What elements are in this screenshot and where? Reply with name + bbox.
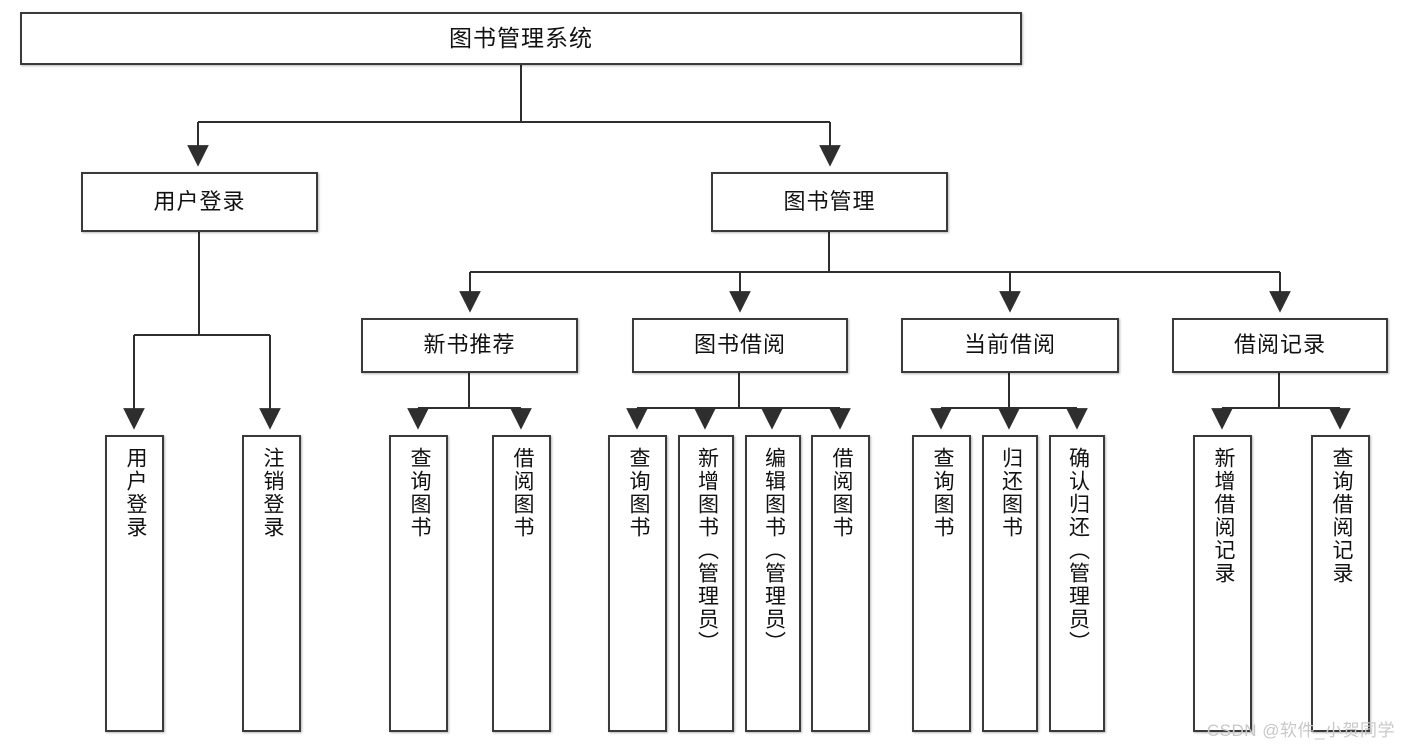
leaf-label: 借阅图书 [829,447,853,539]
leaf-label: 编辑图书（管理员） [762,447,786,654]
leaf-label: 归还图书 [999,447,1023,539]
leaf-label: 查询图书 [626,447,650,539]
leaf-add-borrowing-record[interactable]: 新增借阅记录 [1193,435,1252,732]
leaf-query-book-borrowing[interactable]: 查询图书 [608,435,667,732]
node-user-login[interactable]: 用户登录 [81,172,318,232]
leaf-query-book-new-recommendation[interactable]: 查询图书 [389,435,448,732]
leaf-label: 查询图书 [930,447,954,539]
leaf-add-book-admin[interactable]: 新增图书（管理员） [678,435,734,732]
leaf-borrow-book-new-recommendation[interactable]: 借阅图书 [492,435,551,732]
leaf-query-borrowing-record[interactable]: 查询借阅记录 [1311,435,1370,732]
node-borrowing-record[interactable]: 借阅记录 [1172,318,1388,373]
leaf-label: 查询借阅记录 [1329,447,1353,585]
leaf-label: 注销登录 [260,447,284,539]
node-new-book-recommendation[interactable]: 新书推荐 [361,318,578,373]
leaf-label: 确认归还（管理员） [1066,447,1090,654]
leaf-edit-book-admin[interactable]: 编辑图书（管理员） [745,435,801,732]
leaf-user-login[interactable]: 用户登录 [105,435,164,732]
leaf-label: 借阅图书 [510,447,534,539]
leaf-label: 查询图书 [407,447,431,539]
node-book-borrowing[interactable]: 图书借阅 [632,318,848,373]
leaf-label: 新增借阅记录 [1211,447,1235,585]
leaf-borrow-book-borrowing[interactable]: 借阅图书 [811,435,870,732]
leaf-label: 新增图书（管理员） [695,447,719,654]
node-book-management[interactable]: 图书管理 [711,172,948,232]
leaf-user-logout[interactable]: 注销登录 [242,435,301,732]
leaf-confirm-return-admin[interactable]: 确认归还（管理员） [1049,435,1105,732]
leaf-query-book-current[interactable]: 查询图书 [912,435,971,732]
node-current-borrowing[interactable]: 当前借阅 [901,318,1119,373]
leaf-label: 用户登录 [123,447,147,539]
leaf-return-book[interactable]: 归还图书 [982,435,1038,732]
node-root-book-management-system[interactable]: 图书管理系统 [20,12,1022,65]
